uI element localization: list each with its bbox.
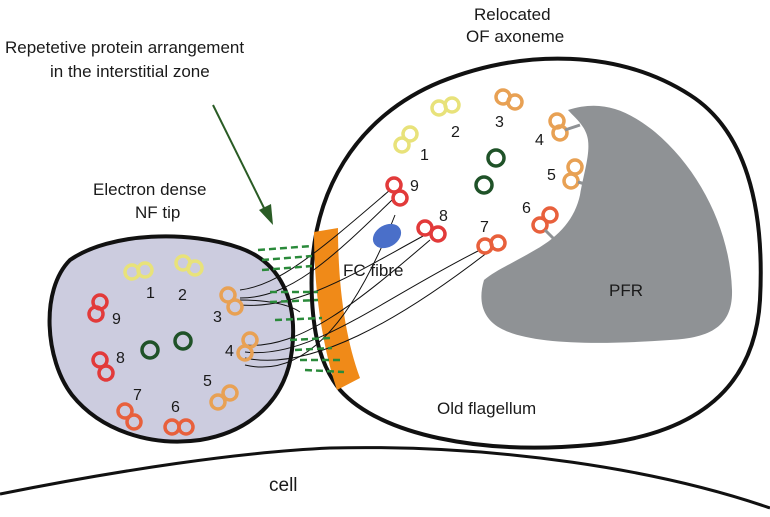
nf-doublet-8 [91, 351, 115, 382]
of-number-6: 6 [522, 200, 531, 217]
label-old-flagellum: Old flagellum [437, 399, 536, 418]
label-nf-line1: Electron dense [93, 180, 206, 199]
nf-number-4: 4 [225, 343, 234, 360]
label-cell: cell [269, 475, 298, 496]
of-doublet-6 [531, 206, 559, 234]
pfr-links [543, 123, 593, 242]
nf-number-7: 7 [133, 387, 142, 404]
nf-doublet-3 [219, 286, 244, 316]
label-relocated-line1: Relocated [474, 5, 551, 24]
nf-number-8: 8 [116, 350, 125, 367]
of-doublet-5 [562, 158, 584, 190]
of-doublet-3 [494, 88, 524, 111]
of-doublet-2 [430, 96, 461, 117]
nf-doublet-9 [87, 293, 109, 323]
nf-doublet-2 [174, 254, 204, 277]
of-doublet-1 [393, 125, 419, 154]
nf-doublet-7 [116, 402, 143, 431]
pfr-shape [481, 105, 733, 343]
of-number-2: 2 [451, 124, 460, 141]
nf-doublet-6 [163, 418, 195, 436]
of-number-3: 3 [495, 114, 504, 131]
cell-membrane [0, 446, 770, 510]
label-pfr: PFR [609, 281, 643, 300]
connector-lines [239, 189, 489, 368]
nf-number-1: 1 [146, 285, 155, 302]
nf-number-9: 9 [112, 311, 121, 328]
label-interstitial-line1: Repetetive protein arrangement [5, 38, 244, 57]
of-central-pair [474, 148, 506, 195]
of-doublet-8 [416, 219, 447, 243]
of-number-1: 1 [420, 147, 429, 164]
of-doublet-7 [476, 234, 507, 255]
nf-central-pair [140, 331, 193, 360]
nf-doublet-5 [209, 384, 239, 411]
of-number-4: 4 [535, 132, 544, 149]
fc-zone-band [314, 228, 360, 390]
nf-doublet-4 [236, 331, 259, 362]
nf-number-5: 5 [203, 373, 212, 390]
nf-number-3: 3 [213, 309, 222, 326]
of-numbers: 1 2 3 4 5 6 7 8 9 [410, 114, 556, 236]
label-relocated-line2: OF axoneme [466, 27, 564, 46]
arrow-to-interstitial [212, 104, 273, 225]
of-number-8: 8 [439, 208, 448, 225]
label-nf-line2: NF tip [135, 203, 180, 222]
of-doublets [385, 88, 584, 255]
nf-number-2: 2 [178, 287, 187, 304]
of-number-7: 7 [480, 219, 489, 236]
nf-doublets [87, 254, 259, 436]
nf-number-6: 6 [171, 399, 180, 416]
label-interstitial-line2: in the interstitial zone [50, 62, 210, 81]
interstitial-repeats [257, 244, 345, 374]
nf-numbers: 1 2 3 4 5 6 7 8 9 [112, 285, 234, 416]
of-doublet-9 [385, 176, 409, 207]
of-number-5: 5 [547, 167, 556, 184]
of-number-9: 9 [410, 178, 419, 195]
of-doublet-4 [548, 112, 569, 142]
fc-fibre [372, 223, 402, 249]
nf-doublet-1 [123, 261, 154, 281]
label-fc-fibre: FC fibre [343, 261, 403, 280]
